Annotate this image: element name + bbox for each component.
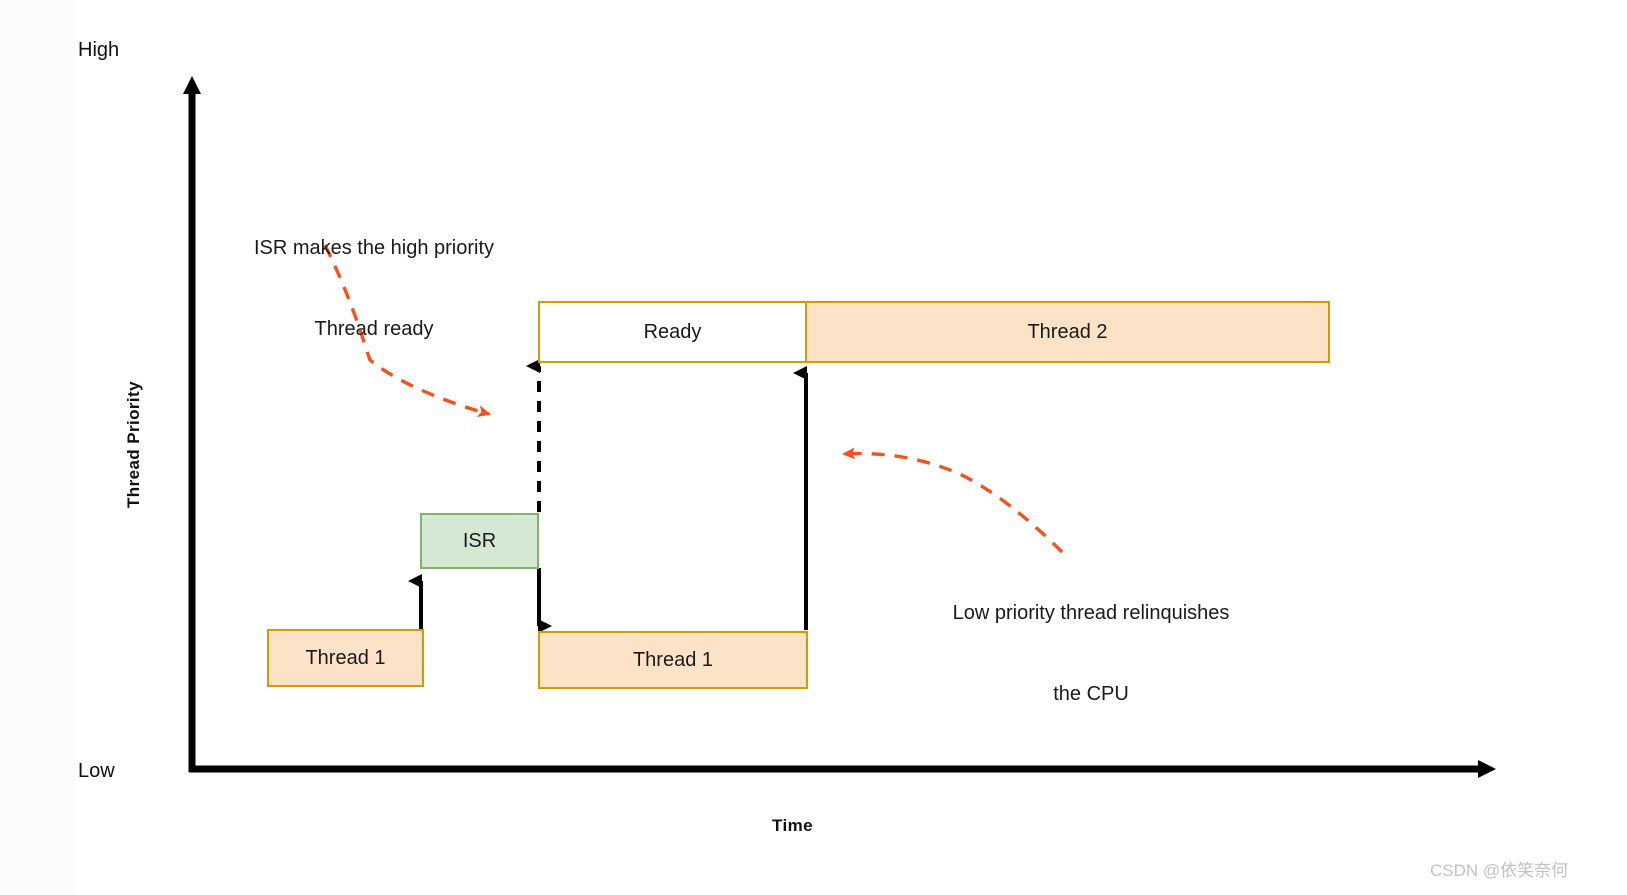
block-thread1-second-label: Thread 1 bbox=[632, 648, 714, 671]
block-ready[interactable]: Ready bbox=[538, 301, 807, 363]
block-isr-label: ISR bbox=[462, 529, 497, 552]
relinquish-note-line1: Low priority thread relinquishes bbox=[952, 602, 1230, 624]
y-axis-high-label: High bbox=[78, 39, 120, 61]
relinquish-note: Low priority thread relinquishes the CPU bbox=[930, 546, 1252, 762]
block-thread2[interactable]: Thread 2 bbox=[805, 301, 1330, 363]
isr-ready-note-line1: ISR makes the high priority bbox=[253, 237, 495, 259]
x-axis-title: Time bbox=[772, 816, 813, 835]
isr-ready-note-line2: Thread ready bbox=[314, 318, 434, 340]
isr-ready-note-leader bbox=[323, 244, 491, 417]
block-thread1-first-label: Thread 1 bbox=[305, 646, 386, 669]
block-isr[interactable]: ISR bbox=[420, 513, 539, 569]
relinquish-note-leader bbox=[842, 447, 1064, 554]
y-axis-low-label: Low bbox=[78, 760, 115, 782]
isr-ready-note: ISR makes the high priority Thread ready bbox=[234, 181, 514, 397]
block-thread1-second[interactable]: Thread 1 bbox=[538, 631, 808, 689]
relinquish-note-line2: the CPU bbox=[1053, 683, 1129, 705]
watermark: CSDN @依笑奈何 bbox=[1430, 861, 1569, 880]
block-thread1-first[interactable]: Thread 1 bbox=[267, 629, 424, 687]
block-ready-label: Ready bbox=[643, 320, 702, 343]
block-thread2-label: Thread 2 bbox=[1027, 320, 1108, 343]
y-axis-title: Thread Priority bbox=[124, 381, 143, 508]
